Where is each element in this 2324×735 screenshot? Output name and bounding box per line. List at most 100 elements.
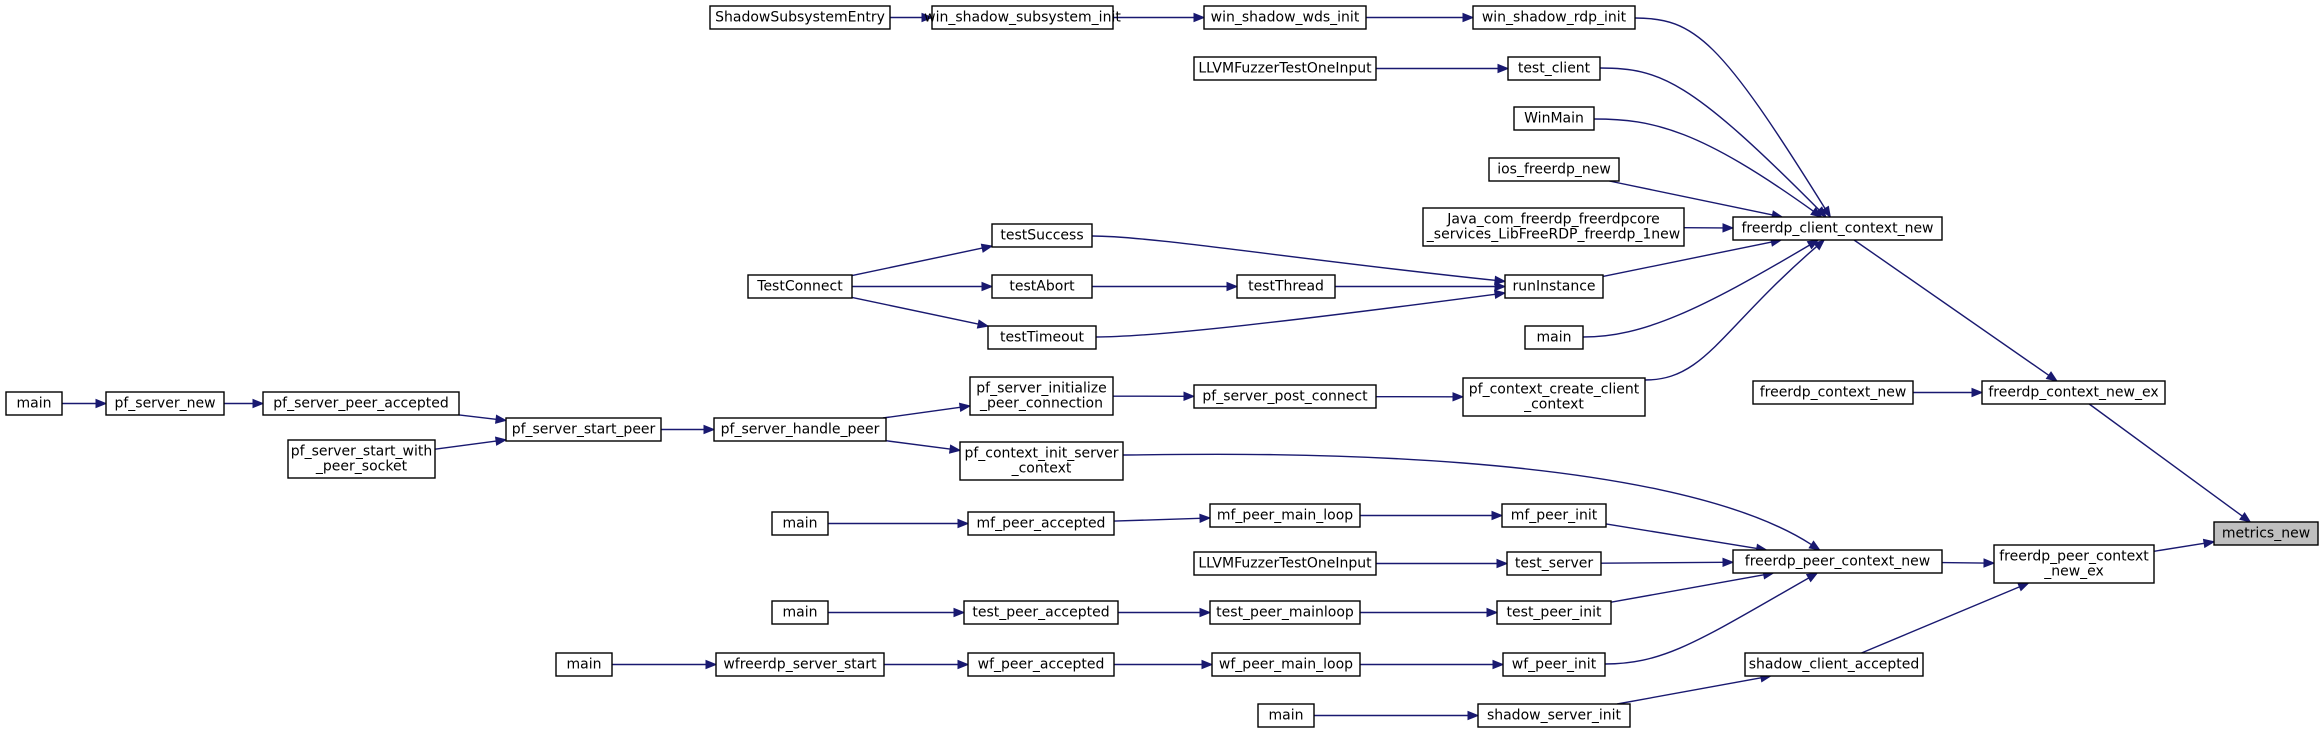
node-freerdp_context_new_ex[interactable]: freerdp_context_new_ex xyxy=(1981,380,2166,405)
edge-arrowhead xyxy=(705,659,718,670)
node-pf_server_initialize_peer_connection[interactable]: pf_server_initialize_peer_connection xyxy=(969,376,1114,416)
node-testSuccess[interactable]: testSuccess xyxy=(991,223,1093,248)
node-label: _services_LibFreeRDP_freerdp_1new xyxy=(1426,227,1680,243)
node-box xyxy=(987,325,1097,350)
node-testThread[interactable]: testThread xyxy=(1236,274,1336,299)
node-box xyxy=(1209,600,1361,625)
node-shadow_server_init[interactable]: shadow_server_init xyxy=(1477,703,1631,728)
edge-arrowhead xyxy=(1496,558,1509,569)
node-metrics_new[interactable]: metrics_new xyxy=(2213,521,2319,546)
node-label: _peer_connection xyxy=(979,396,1103,412)
node-freerdp_peer_context_new[interactable]: freerdp_peer_context_new xyxy=(1732,549,1943,574)
node-box xyxy=(1203,5,1367,30)
node-WinMain[interactable]: WinMain xyxy=(1513,106,1595,131)
node-box xyxy=(105,391,225,416)
node-mf_peer_accepted[interactable]: mf_peer_accepted xyxy=(967,511,1115,536)
edge-arrowhead xyxy=(2045,371,2059,382)
edge-WinMain-to-freerdp_client_context_new xyxy=(1593,118,1823,218)
node-test_peer_init[interactable]: test_peer_init xyxy=(1496,600,1612,625)
edge-arrowhead xyxy=(1494,281,1507,292)
edge-mf_peer_init-to-freerdp_peer_context_new xyxy=(1605,523,1768,553)
edge-arrowhead xyxy=(953,607,966,618)
node-LLVMFuzzer_client[interactable]: LLVMFuzzerTestOneInput xyxy=(1193,56,1377,81)
node-label: wf_peer_main_loop xyxy=(1219,657,1353,673)
edge-line xyxy=(1091,235,1496,282)
edge-arrowhead xyxy=(1722,223,1735,233)
node-box xyxy=(1504,274,1604,299)
edge-freerdp_context_new-to-freerdp_context_new_ex xyxy=(1913,387,1984,398)
edge-arrowhead xyxy=(1494,275,1507,286)
node-pf_server_peer_accepted[interactable]: pf_server_peer_accepted xyxy=(262,391,460,416)
node-label: freerdp_client_context_new xyxy=(1741,221,1933,237)
node-runInstance[interactable]: runInstance xyxy=(1504,274,1604,299)
node-label: pf_context_create_client xyxy=(1469,382,1640,398)
node-test_server[interactable]: test_server xyxy=(1506,551,1602,576)
edge-line xyxy=(1853,239,2050,376)
node-label: mf_peer_main_loop xyxy=(1217,508,1353,524)
node-box xyxy=(287,439,436,479)
edge-LLVMFuzzer_client-to-test_client xyxy=(1376,63,1510,74)
node-win_shadow_rdp_init[interactable]: win_shadow_rdp_init xyxy=(1472,5,1636,30)
node-label: test_server xyxy=(1515,556,1593,572)
node-box xyxy=(771,600,829,625)
node-freerdp_context_new[interactable]: freerdp_context_new xyxy=(1752,380,1914,405)
node-pf_server_post_connect[interactable]: pf_server_post_connect xyxy=(1193,384,1377,409)
edge-arrowhead xyxy=(1201,659,1214,670)
node-box xyxy=(1513,106,1595,131)
node-box xyxy=(1209,503,1361,528)
node-label: main xyxy=(567,657,602,673)
node-ShadowSubsystemEntry[interactable]: ShadowSubsystemEntry xyxy=(709,5,891,30)
edge-arrowhead xyxy=(948,444,962,454)
node-pf_server_start_peer[interactable]: pf_server_start_peer xyxy=(505,417,662,442)
node-LLVMFuzzer_server[interactable]: LLVMFuzzerTestOneInput xyxy=(1193,551,1377,576)
node-main_client[interactable]: main xyxy=(1524,325,1584,350)
node-testTimeout[interactable]: testTimeout xyxy=(987,325,1097,350)
node-win_shadow_subsystem_init[interactable]: win_shadow_subsystem_init xyxy=(924,5,1121,30)
node-Java_com[interactable]: Java_com_freerdp_freerdpcore_services_Li… xyxy=(1422,207,1685,247)
node-ios_freerdp_new[interactable]: ios_freerdp_new xyxy=(1488,157,1620,182)
node-main_wf[interactable]: main xyxy=(555,652,613,677)
node-freerdp_peer_context_new_ex[interactable]: freerdp_peer_context_new_ex xyxy=(1993,544,2155,584)
edge-TestConnect-to-testTimeout xyxy=(851,296,990,329)
node-pf_server_new[interactable]: pf_server_new xyxy=(105,391,225,416)
edge-pf_server_post_connect-to-pf_context_create_client_context xyxy=(1375,392,1465,402)
node-label: shadow_client_accepted xyxy=(1749,657,1920,673)
node-wf_peer_init[interactable]: wf_peer_init xyxy=(1502,652,1606,677)
node-mf_peer_main_loop[interactable]: mf_peer_main_loop xyxy=(1209,503,1361,528)
edge-arrowhead xyxy=(1971,387,1984,398)
node-box xyxy=(2213,521,2319,546)
node-box xyxy=(1732,549,1943,574)
node-TestConnect[interactable]: TestConnect xyxy=(747,274,853,299)
node-main_mf[interactable]: main xyxy=(771,511,829,536)
edge-arrowhead xyxy=(1813,239,1826,251)
node-mf_peer_init[interactable]: mf_peer_init xyxy=(1501,503,1607,528)
node-box xyxy=(1744,652,1924,677)
edge-test_peer_accepted-to-test_peer_mainloop xyxy=(1118,607,1212,618)
node-pf_server_start_with_peer_socket[interactable]: pf_server_start_with_peer_socket xyxy=(287,439,436,479)
edge-arrowhead xyxy=(957,518,970,529)
edge-arrowhead xyxy=(957,659,970,670)
node-main_shadow[interactable]: main xyxy=(1257,703,1315,728)
node-pf_context_create_client_context[interactable]: pf_context_create_client_context xyxy=(1462,377,1646,417)
node-pf_context_init_server_context[interactable]: pf_context_init_server_context xyxy=(959,441,1124,481)
edge-arrowhead xyxy=(1492,659,1505,670)
node-test_client[interactable]: test_client xyxy=(1507,56,1601,81)
edge-main_mf-to-mf_peer_accepted xyxy=(828,518,970,529)
node-box xyxy=(967,511,1115,536)
node-label: main xyxy=(17,396,52,412)
node-main_test[interactable]: main xyxy=(771,600,829,625)
node-win_shadow_wds_init[interactable]: win_shadow_wds_init xyxy=(1203,5,1367,30)
node-pf_server_handle_peer[interactable]: pf_server_handle_peer xyxy=(713,417,887,442)
node-label: testThread xyxy=(1248,279,1324,295)
node-testAbort[interactable]: testAbort xyxy=(991,274,1093,299)
node-freerdp_client_context_new[interactable]: freerdp_client_context_new xyxy=(1732,216,1943,241)
node-test_peer_mainloop[interactable]: test_peer_mainloop xyxy=(1209,600,1361,625)
node-main_pf[interactable]: main xyxy=(5,391,63,416)
edge-pf_server_handle_peer-to-pf_context_init_server_context xyxy=(885,440,962,454)
node-wf_peer_accepted[interactable]: wf_peer_accepted xyxy=(967,652,1115,677)
node-wfreerdp_server_start[interactable]: wfreerdp_server_start xyxy=(715,652,885,677)
node-shadow_client_accepted[interactable]: shadow_client_accepted xyxy=(1744,652,1924,677)
edge-arrowhead xyxy=(1452,392,1465,402)
node-wf_peer_main_loop[interactable]: wf_peer_main_loop xyxy=(1211,652,1361,677)
node-test_peer_accepted[interactable]: test_peer_accepted xyxy=(963,600,1119,625)
